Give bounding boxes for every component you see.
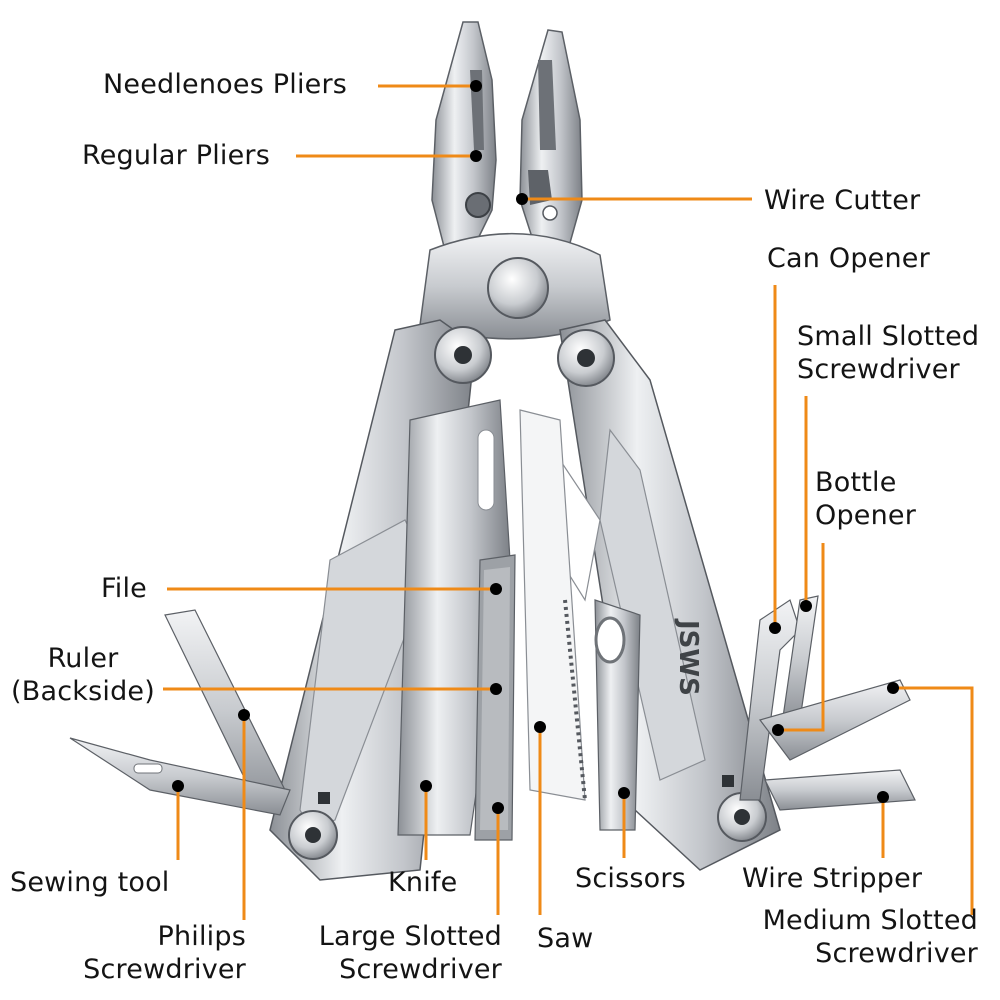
pliers-jaw-left (431, 21, 497, 263)
pliers-head (419, 192, 611, 340)
label-file: File (101, 573, 147, 604)
label-regular-pliers: Regular Pliers (82, 140, 271, 171)
leader-medium-slotted (893, 686, 974, 915)
label-sewing-tool: Sewing tool (10, 867, 170, 898)
label-can-opener: Can Opener (767, 243, 930, 274)
wire-stripper-tool (764, 769, 916, 811)
label-wire-cutter: Wire Cutter (764, 185, 921, 216)
label-needlenose-pliers: Needlenoes Pliers (103, 69, 348, 100)
scissors (594, 599, 641, 831)
label-scissors: Scissors (575, 863, 686, 894)
pliers-jaw-right (519, 29, 583, 264)
leader-lines (163, 84, 974, 920)
can-opener-tool (739, 599, 801, 801)
label-ruler: Ruler(Backside) (11, 643, 155, 707)
saw-blade (519, 409, 587, 801)
label-knife: Knife (388, 867, 458, 898)
file-blade (474, 554, 516, 841)
callout-dots (172, 80, 899, 814)
label-saw: Saw (537, 923, 594, 954)
leader-bottle-opener (781, 543, 825, 732)
right-handle (557, 319, 781, 871)
label-wire-stripper: Wire Stripper (742, 863, 923, 894)
brand-engraving: JSWS (673, 618, 703, 696)
bottle-opener-tool (758, 679, 911, 761)
sewing-tool (69, 737, 291, 816)
